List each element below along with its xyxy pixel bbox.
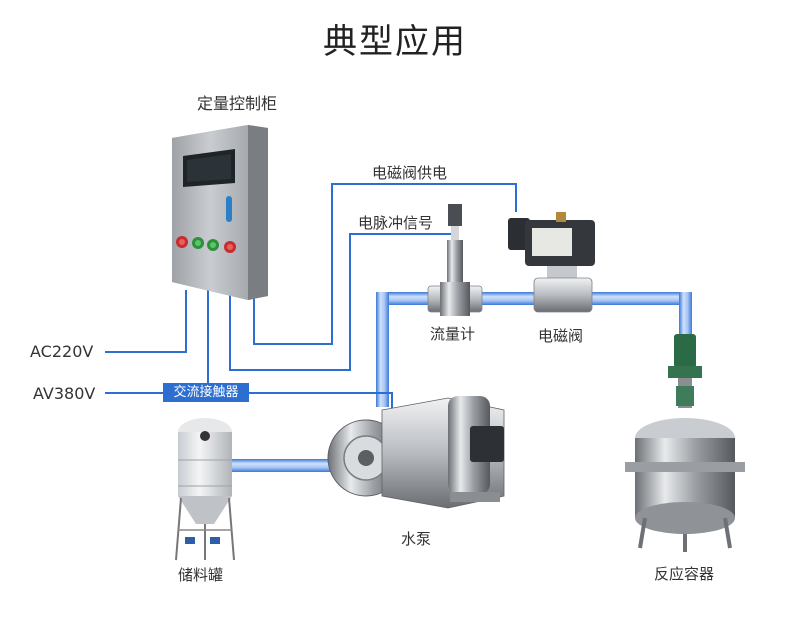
pipe-reactor [679, 292, 692, 336]
cabinet-illustration [172, 125, 268, 300]
pipe-riser [376, 292, 389, 407]
reactor-illustration [625, 334, 745, 552]
label-flowmeter: 流量计 [430, 325, 476, 343]
wire-ac220 [105, 290, 187, 353]
label-pump: 水泵 [401, 530, 432, 548]
label-control-cabinet: 定量控制柜 [197, 94, 278, 113]
label-solenoid-valve: 电磁阀 [538, 327, 584, 345]
pump-illustration [327, 396, 505, 509]
flowmeter-illustration [427, 204, 483, 316]
label-tank: 储料罐 [178, 566, 224, 584]
page-title: 典型应用 [323, 22, 467, 62]
label-reactor: 反应容器 [654, 565, 715, 583]
valve-illustration [508, 212, 595, 313]
label-valve-power: 电磁阀供电 [372, 164, 448, 182]
tank-illustration [175, 418, 235, 561]
label-pulse-signal: 电脉冲信号 [358, 214, 434, 232]
contactor-badge: 交流接触器 [163, 383, 249, 402]
wire-valve-power [253, 183, 517, 345]
pipe-tank-pump [228, 459, 350, 472]
label-av380v: AV380V [33, 384, 96, 403]
label-ac220v: AC220V [30, 342, 94, 361]
